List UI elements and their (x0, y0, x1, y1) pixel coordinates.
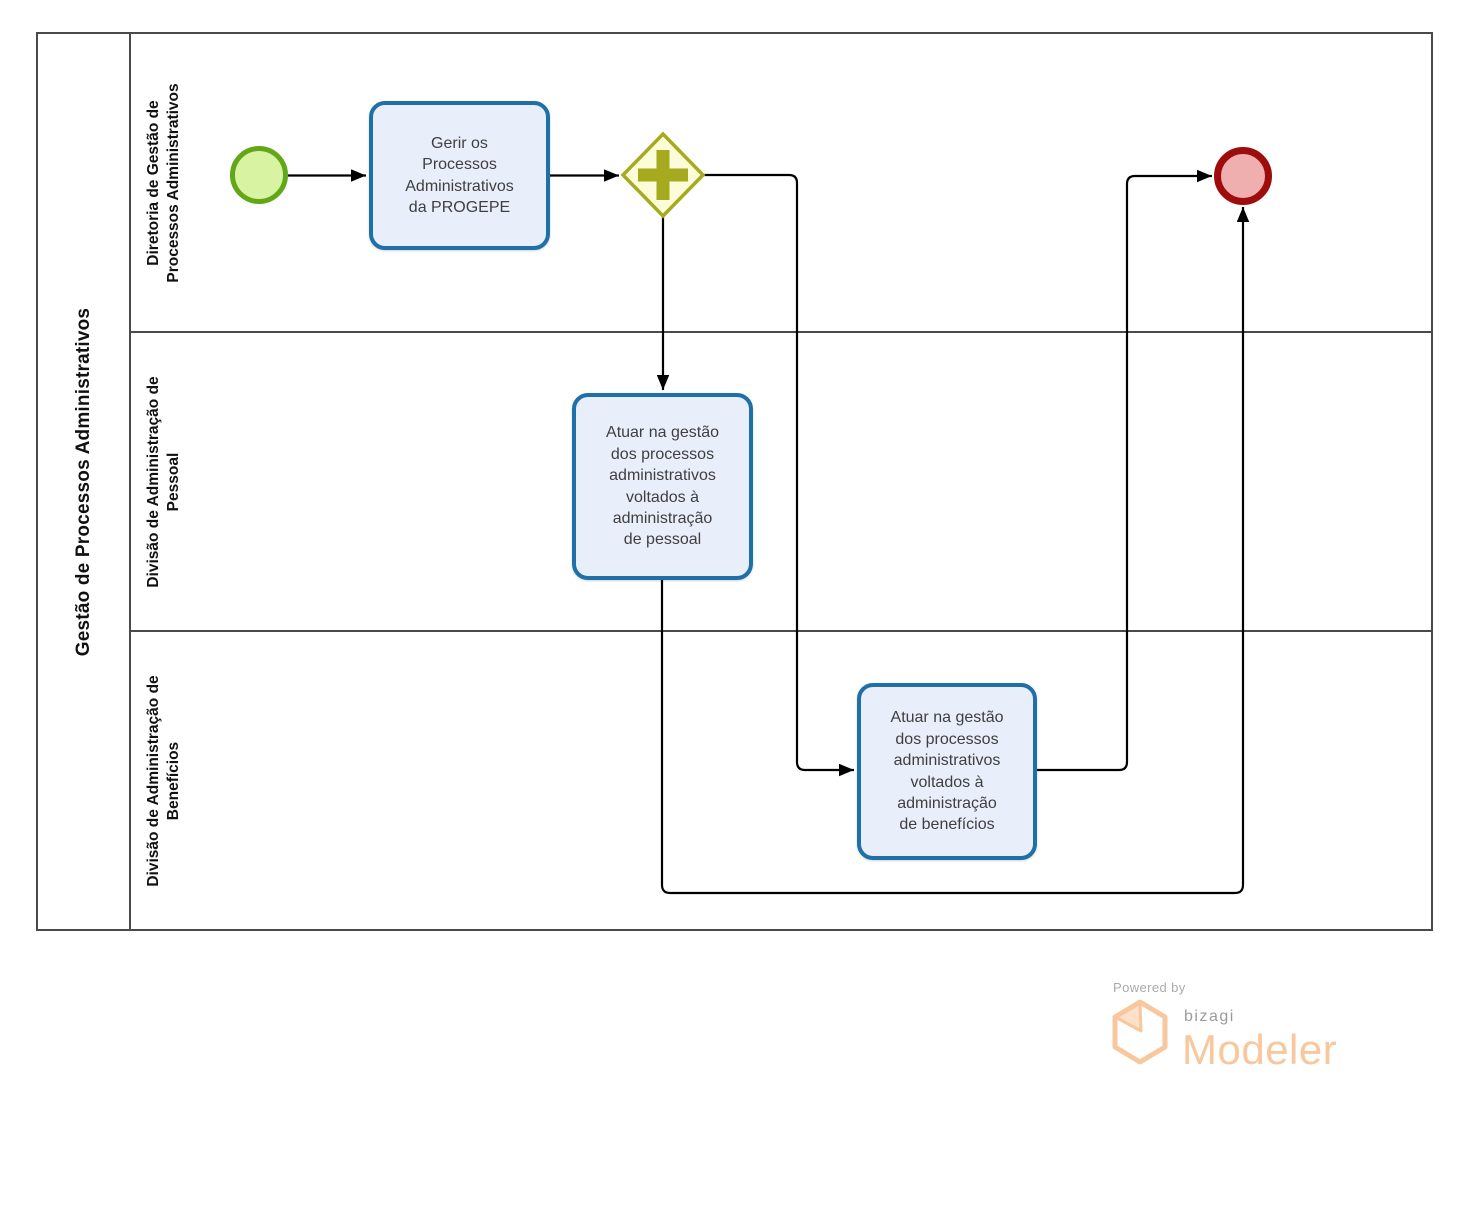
task-gerir-processos[interactable]: Gerir os Processos Administrativos da PR… (369, 101, 550, 250)
sequence-flows (288, 169, 1250, 895)
gateway-plus-icon (656, 150, 670, 200)
lane-label-diretoria: Diretoria de Gestão de Processos Adminis… (144, 82, 182, 283)
pool-frame (36, 32, 1433, 931)
pool-header: Gestão de Processos Administrativos (37, 33, 130, 930)
flow-gateway-to-beneficios (704, 173, 854, 777)
task-gestao-beneficios[interactable]: Atuar na gestão dos processos administra… (857, 683, 1037, 860)
bizagi-logo-icon (1112, 999, 1168, 1065)
lane-label-beneficios: Divisão de Administração de Benefícios (144, 674, 182, 887)
powered-by-text: Powered by (1113, 980, 1186, 995)
lane-beneficios: Divisão de Administração de Benefícios (130, 631, 198, 930)
lane-label-pessoal: Divisão de Administração de Pessoal (144, 375, 182, 588)
lane-diretoria: Diretoria de Gestão de Processos Adminis… (130, 33, 198, 332)
lane-pessoal: Divisão de Administração de Pessoal (130, 332, 198, 631)
task-gestao-pessoal[interactable]: Atuar na gestão dos processos administra… (572, 393, 753, 580)
flow-beneficios-to-end (1037, 169, 1212, 772)
start-event[interactable] (230, 146, 288, 204)
pool-border (36, 32, 1433, 931)
bizagi-brand-text: bizagi (1184, 1008, 1235, 1025)
modeler-brand-text: Modeler (1182, 1026, 1338, 1073)
end-event[interactable] (1214, 147, 1272, 205)
pool-title: Gestão de Processos Administrativos (72, 307, 94, 656)
parallel-gateway[interactable] (620, 131, 706, 219)
flow-pessoal-to-end (660, 207, 1250, 895)
